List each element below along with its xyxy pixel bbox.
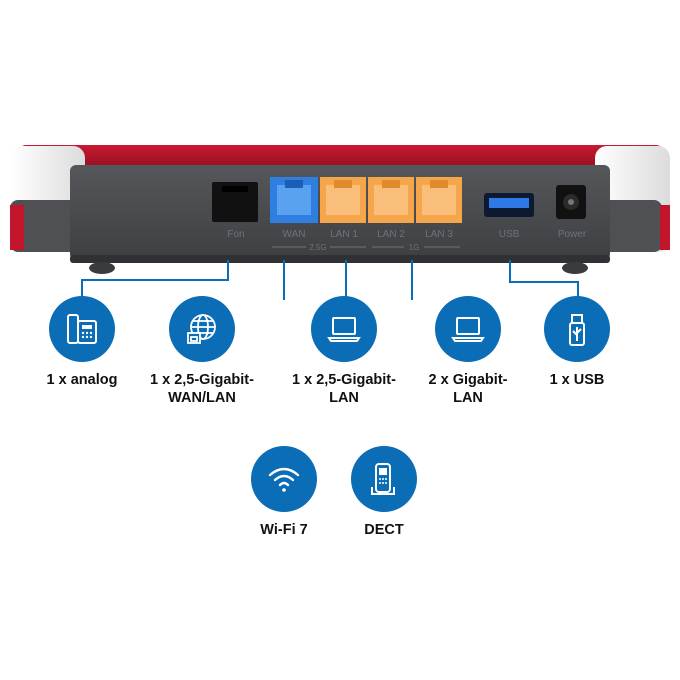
feature-dect: DECT [284, 446, 484, 539]
port-label-power: Power [558, 229, 587, 240]
feature-label-line2: LAN [453, 390, 483, 406]
speed-mark-1g: 1G [409, 243, 420, 252]
feature-wifi: Wi-Fi 7 [184, 446, 384, 539]
connector-line-usb [509, 260, 579, 300]
feature-label: Wi-Fi 7 [260, 522, 308, 538]
dect-handset-icon [351, 446, 417, 512]
port-label-lan1: LAN 1 [330, 229, 358, 240]
connector-line-wan [283, 260, 285, 300]
housing-top-red [18, 145, 664, 171]
feature-label: DECT [364, 522, 404, 538]
feature-gigabit-lan: 2 x Gigabit- LAN [368, 296, 568, 407]
port-label-fon: Fon [227, 229, 244, 240]
port-label-usb: USB [499, 229, 520, 240]
feature-usb: 1 x USB [477, 296, 677, 389]
feature-label-line1: 1 x 2,5-Gigabit- [150, 372, 254, 388]
feature-label: 1 x USB [549, 372, 605, 388]
wifi-icon [251, 446, 317, 512]
feature-label: 1 x analog [46, 372, 118, 388]
foot [89, 262, 115, 274]
feature-label-line2: WAN/LAN [168, 390, 236, 406]
feature-analog: 1 x analog [0, 296, 182, 389]
laptop-icon [311, 296, 377, 362]
feature-wan-lan: 1 x 2,5-Gigabit- WAN/LAN [102, 296, 302, 407]
port-label-lan3: LAN 3 [425, 229, 453, 240]
usb-stick-icon [544, 296, 610, 362]
connector-line-fon [81, 260, 229, 300]
feature-label-line1: 1 x 2,5-Gigabit- [292, 372, 396, 388]
laptop-icon [435, 296, 501, 362]
port-label-lan2: LAN 2 [377, 229, 405, 240]
speed-mark-2-5g: 2.5G [309, 243, 326, 252]
connector-line-lan-gigabit [411, 260, 413, 300]
feature-2-5g-lan: 1 x 2,5-Gigabit- LAN [244, 296, 444, 407]
port-label-wan: WAN [283, 229, 306, 240]
phone-icon [49, 296, 115, 362]
globe-network-icon [169, 296, 235, 362]
foot [562, 262, 588, 274]
feature-label-line2: LAN [329, 390, 359, 406]
router-rear-view: Fon WAN LAN 1 LAN 2 LAN 3 USB Power 2.5G… [10, 145, 670, 300]
feature-label-line1: 2 x Gigabit- [428, 372, 508, 388]
